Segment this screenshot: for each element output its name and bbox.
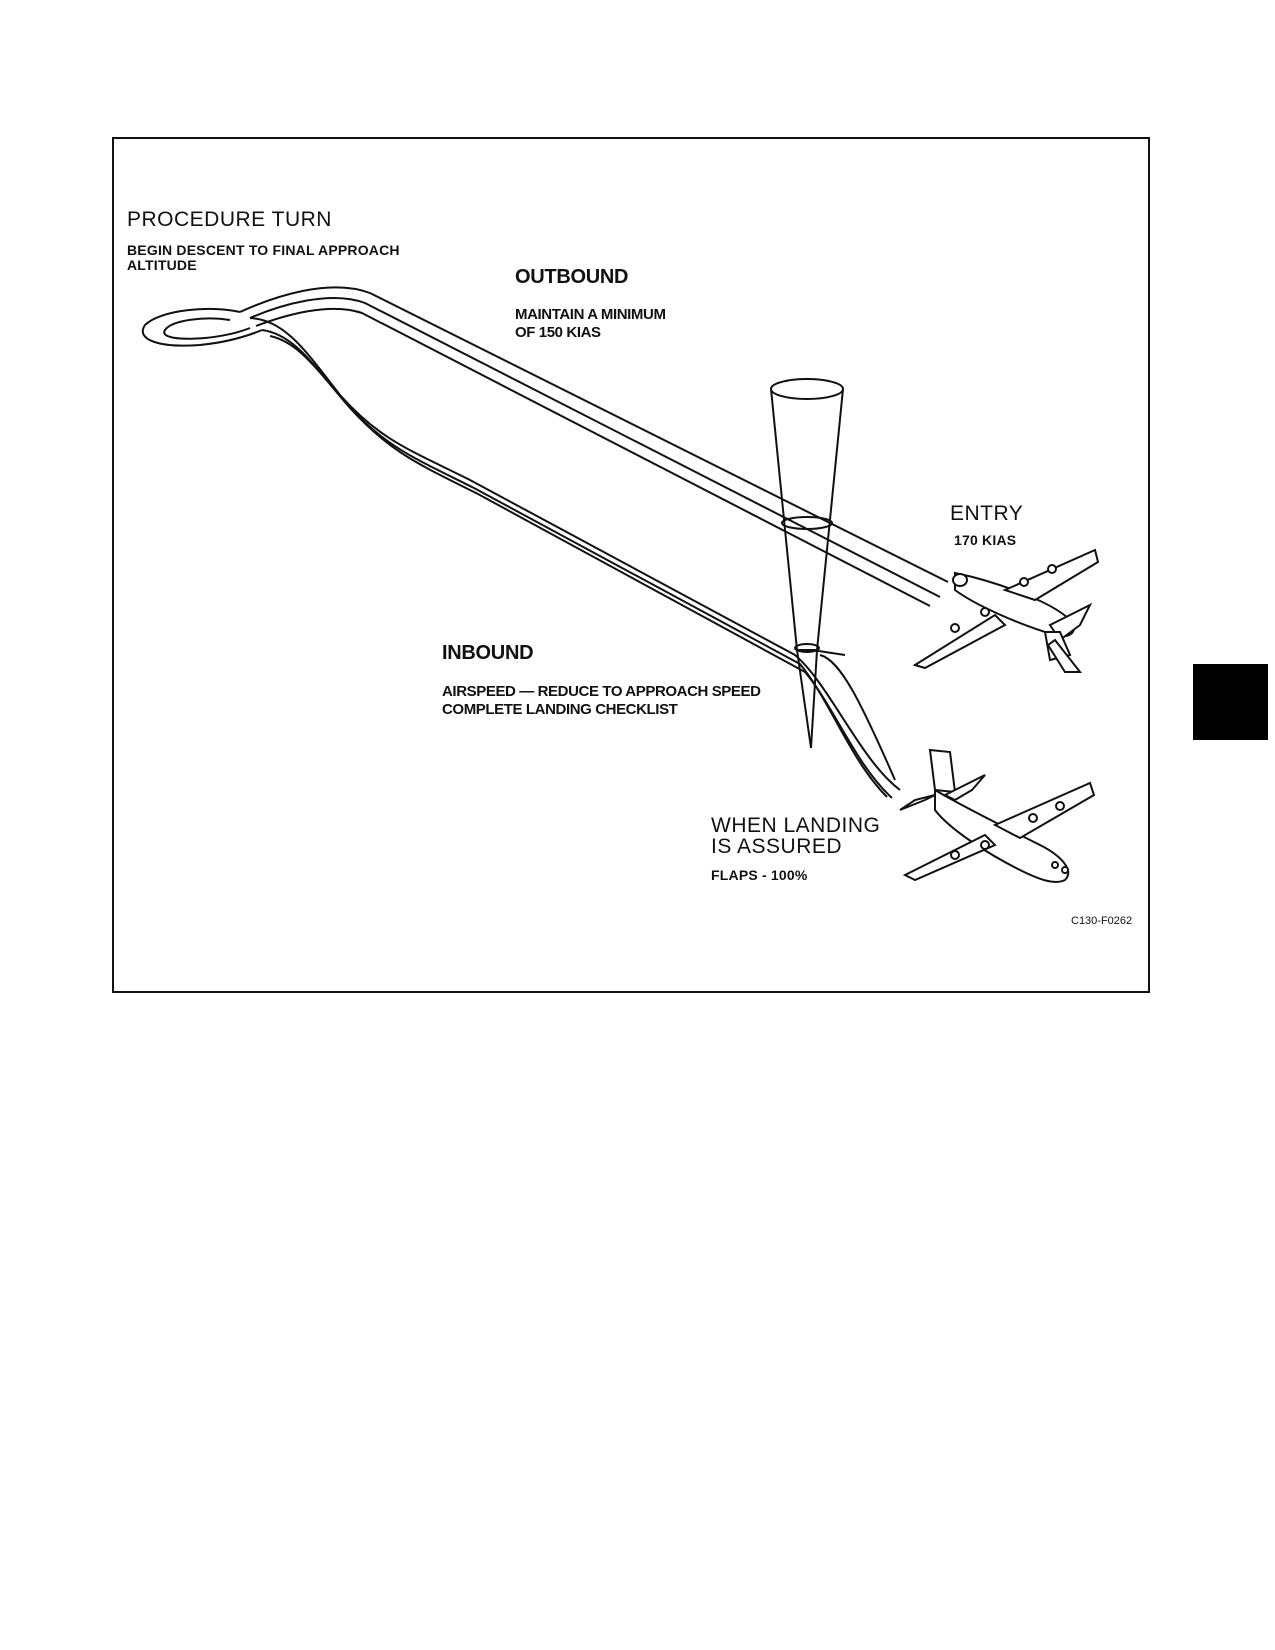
procedure-turn-loop — [142, 307, 263, 347]
procedure-turn-note: BEGIN DESCENT TO FINAL APPROACH ALTITUDE — [127, 243, 400, 273]
entry-aircraft-icon — [912, 548, 1100, 673]
entry-title: ENTRY — [950, 502, 1024, 525]
landing-title-line1: WHEN LANDING — [711, 814, 881, 837]
outbound-title: OUTBOUND — [515, 266, 629, 288]
landing-title: WHEN LANDING IS ASSURED — [711, 815, 880, 857]
inbound-title: INBOUND — [442, 642, 534, 664]
outbound-note: MAINTAIN A MINIMUM OF 150 KIAS — [515, 306, 666, 342]
inbound-note-line1: AIRSPEED — REDUCE TO APPROACH SPEED — [442, 683, 761, 700]
landing-title-line2: IS ASSURED — [711, 835, 843, 858]
section-tab-marker — [1193, 664, 1268, 740]
outbound-note-line2: OF 150 KIAS — [515, 324, 601, 341]
procedure-turn-note-line1: BEGIN DESCENT TO FINAL APPROACH — [127, 242, 400, 258]
figure-id: C130-F0262 — [1071, 915, 1133, 927]
inbound-note: AIRSPEED — REDUCE TO APPROACH SPEED COMP… — [442, 683, 761, 719]
entry-note: 170 KIAS — [954, 532, 1017, 548]
inbound-note-line2: COMPLETE LANDING CHECKLIST — [442, 701, 678, 718]
procedure-turn-note-line2: ALTITUDE — [127, 257, 197, 273]
outbound-note-line1: MAINTAIN A MINIMUM — [515, 306, 666, 323]
procedure-turn-title: PROCEDURE TURN — [127, 208, 332, 231]
approach-cone — [770, 378, 844, 749]
landing-aircraft-icon — [899, 748, 1096, 883]
landing-note: FLAPS - 100% — [711, 867, 808, 883]
inbound-path — [249, 317, 901, 799]
